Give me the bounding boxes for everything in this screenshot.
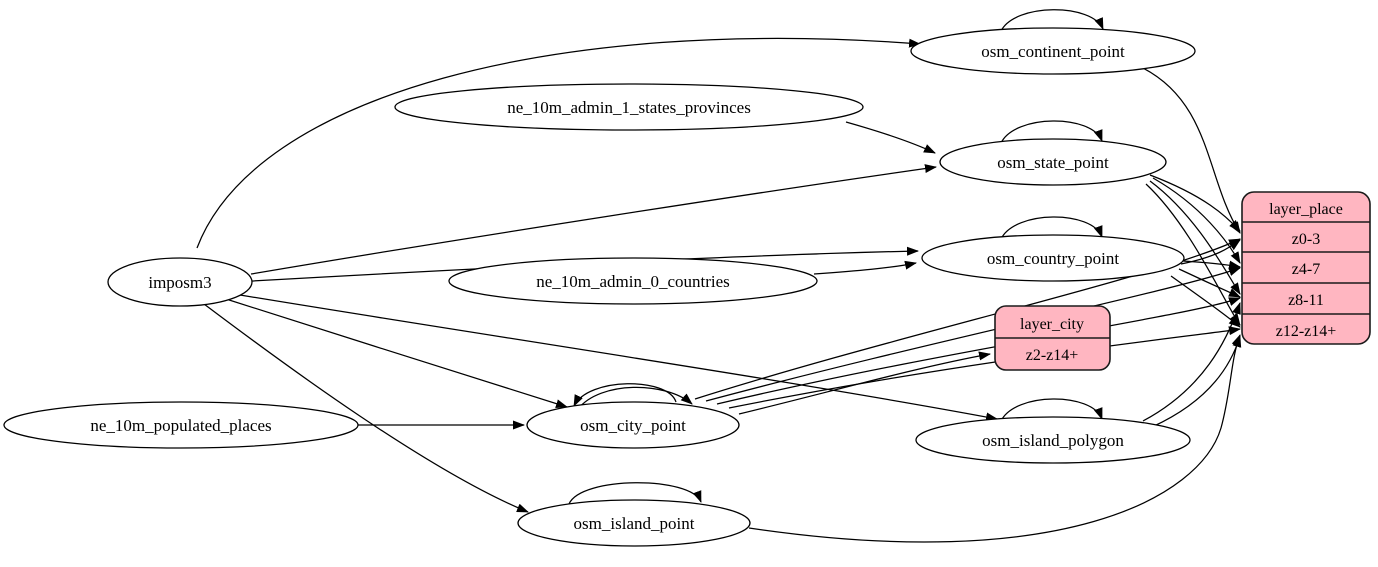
node-ne_10m_admin_0_countries-label: ne_10m_admin_0_countries bbox=[536, 272, 730, 291]
node-osm_country_point-shape bbox=[921, 234, 1185, 282]
edge-imposm3-osm_island_polygon bbox=[239, 294, 998, 422]
edge-osm_island_polygon-layer_place-z12-z14 bbox=[1151, 335, 1242, 428]
edge-osm_country_point-layer_place-z12-z14 bbox=[1170, 275, 1241, 328]
node-ne_10m_admin_1_states_provinces-label: ne_10m_admin_1_states_provinces bbox=[507, 98, 751, 117]
node-ne_10m_admin_0_countries: ne_10m_admin_0_countries bbox=[448, 257, 818, 305]
edge-osm_state_point-layer_place-z0-3 bbox=[1149, 174, 1241, 232]
edge-osm_country_point-layer_place-z4-7 bbox=[1182, 260, 1241, 270]
edge-osm_island_polygon-layer_place-z8-11 bbox=[1142, 302, 1241, 422]
record-layer_place-row-z12-z14: z12-z14+ bbox=[1276, 323, 1337, 340]
self-loop-osm_country_point bbox=[1000, 216, 1103, 240]
node-layer: imposm3 ne_10m_admin_1_states_provinces … bbox=[3, 27, 1196, 547]
node-osm_island_polygon-shape bbox=[915, 416, 1191, 464]
record-layer_city-row-z2-z14: z2-z14+ bbox=[1026, 347, 1079, 364]
self-loop-osm_city_point bbox=[573, 383, 677, 407]
record-layer_place-row-z0-3: z0-3 bbox=[1292, 231, 1320, 248]
edge-osm_state_point-layer_place-z4-7 bbox=[1152, 177, 1241, 264]
edge-layer bbox=[196, 9, 1242, 543]
node-imposm3-label: imposm3 bbox=[148, 273, 211, 292]
edge-imposm3-osm_city_point bbox=[225, 298, 568, 409]
edge-imposm3-osm_continent_point bbox=[196, 37, 921, 249]
edge-osm_state_point-layer_place-z8-11 bbox=[1149, 180, 1241, 295]
node-osm_island_point-shape bbox=[517, 499, 751, 547]
record-layer_place-title: layer_place bbox=[1269, 201, 1343, 218]
node-osm_country_point-label: osm_country_point bbox=[987, 249, 1119, 268]
node-ne_10m_admin_1_states_provinces-shape bbox=[394, 83, 864, 131]
record-layer_city: layer_city z2-z14+ bbox=[994, 305, 1111, 371]
record-layer_place-row-z4-7: z4-7 bbox=[1292, 261, 1320, 278]
edge-imposm3-osm_island_point bbox=[203, 303, 529, 513]
node-osm_city_point-label: osm_city_point bbox=[580, 416, 686, 435]
node-osm_island_polygon: osm_island_polygon bbox=[915, 416, 1191, 464]
node-osm_continent_point-label: osm_continent_point bbox=[981, 42, 1125, 61]
edge-osm_island_point-layer_place-z12-z14 bbox=[748, 334, 1241, 543]
node-osm_island_point-label: osm_island_point bbox=[574, 514, 695, 533]
record-layer_place-box bbox=[1241, 191, 1371, 345]
node-ne_10m_populated_places: ne_10m_populated_places bbox=[3, 401, 359, 449]
node-ne_10m_admin_0_countries-shape bbox=[448, 257, 818, 305]
record-layer_place: layer_place z0-3 z4-7 z8-11 z12-z14+ bbox=[1241, 191, 1371, 345]
edge-osm_city_point-layer_city-z2-z14 bbox=[738, 351, 991, 415]
node-ne_10m_populated_places-shape bbox=[3, 401, 359, 449]
record-layer_city-title: layer_city bbox=[1020, 316, 1084, 333]
self-loop-osm_continent_point bbox=[1000, 9, 1104, 32]
self-loop-osm_island_point bbox=[568, 482, 702, 505]
edge-osm_country_point-layer_place-z8-11 bbox=[1178, 268, 1241, 298]
node-imposm3-shape bbox=[107, 257, 253, 307]
node-imposm3: imposm3 bbox=[107, 257, 253, 307]
edge-ne_10m_admin_0_countries-osm_country_point bbox=[813, 260, 917, 275]
node-osm_city_point-shape bbox=[526, 401, 740, 449]
edge-osm_city_point-layer_place-z8-11 bbox=[716, 297, 1241, 405]
edge-osm_continent_point-layer_place-z0-3 bbox=[1142, 67, 1241, 234]
node-osm_state_point-shape bbox=[939, 138, 1167, 186]
edge-osm_city_point-layer_place-z12-z14 bbox=[728, 326, 1241, 409]
node-osm_city_point: osm_city_point bbox=[526, 401, 740, 449]
node-osm_country_point: osm_country_point bbox=[921, 234, 1185, 282]
self-loop-osm_island_polygon bbox=[1000, 398, 1103, 422]
record-layer_place-row-z8-11: z8-11 bbox=[1288, 292, 1324, 309]
node-osm_continent_point: osm_continent_point bbox=[910, 27, 1196, 75]
self-loop-osm_state_point bbox=[1000, 120, 1103, 144]
node-osm_state_point-label: osm_state_point bbox=[997, 153, 1109, 172]
node-ne_10m_admin_1_states_provinces: ne_10m_admin_1_states_provinces bbox=[394, 83, 864, 131]
node-osm_continent_point-shape bbox=[910, 27, 1196, 75]
node-osm_island_polygon-label: osm_island_polygon bbox=[982, 431, 1124, 450]
node-osm_state_point: osm_state_point bbox=[939, 138, 1167, 186]
self-loop-osm_city_point-b bbox=[577, 386, 693, 410]
node-osm_island_point: osm_island_point bbox=[517, 499, 751, 547]
edge-imposm3-osm_state_point bbox=[250, 164, 937, 275]
edge-ne_10m_admin_1_states_provinces-osm_state_point bbox=[845, 121, 936, 154]
node-ne_10m_populated_places-label: ne_10m_populated_places bbox=[90, 416, 271, 435]
